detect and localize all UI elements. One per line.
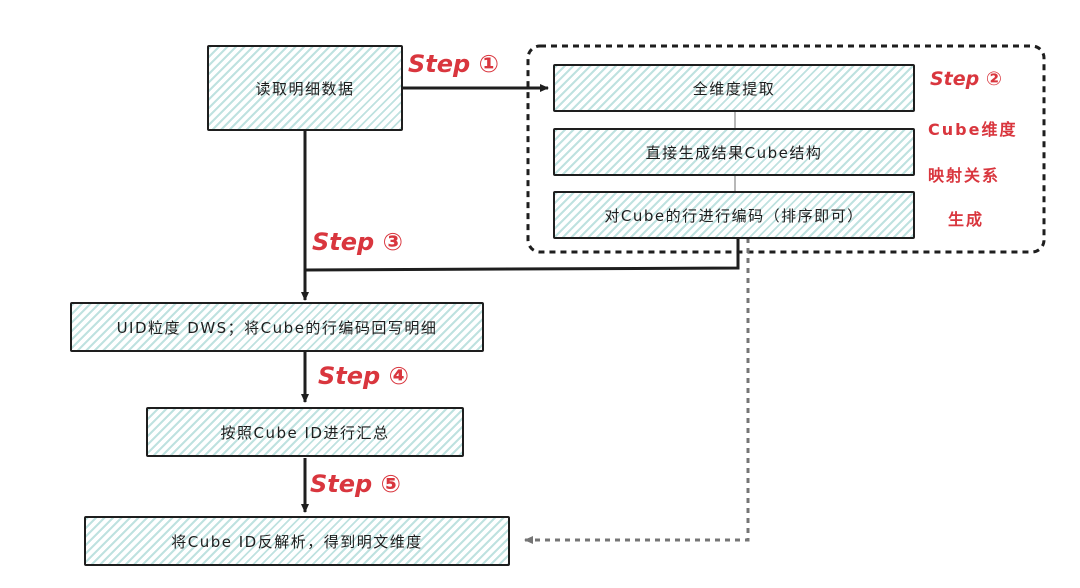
node-full-dim-extract[interactable]: 全维度提取 bbox=[553, 64, 915, 112]
node-encode-rows-label: 对Cube的行进行编码（排序即可） bbox=[604, 206, 864, 225]
step2-label: Step ② bbox=[930, 68, 1002, 90]
step4-label: Step ④ bbox=[318, 362, 409, 390]
node-read-detail[interactable]: 读取明细数据 bbox=[207, 45, 403, 131]
arrow-step3-return bbox=[304, 238, 740, 272]
group-caption-line1: Cube维度 bbox=[928, 120, 1018, 139]
node-uid-dws-label: UID粒度 DWS；将Cube的行编码回写明细 bbox=[116, 318, 438, 337]
step1-label: Step ① bbox=[408, 50, 499, 78]
node-gen-cube-label: 直接生成结果Cube结构 bbox=[645, 143, 823, 162]
node-aggregate[interactable]: 按照Cube ID进行汇总 bbox=[146, 407, 464, 457]
group-boundary bbox=[526, 44, 1046, 254]
step3-label: Step ③ bbox=[312, 228, 403, 256]
node-decode[interactable]: 将Cube ID反解析，得到明文维度 bbox=[84, 516, 510, 566]
node-read-detail-label: 读取明细数据 bbox=[255, 79, 355, 98]
group-caption-line3: 生成 bbox=[948, 210, 985, 229]
node-full-dim-extract-label: 全维度提取 bbox=[692, 79, 776, 98]
node-decode-label: 将Cube ID反解析，得到明文维度 bbox=[171, 532, 423, 551]
step5-label: Step ⑤ bbox=[310, 470, 401, 498]
node-gen-cube[interactable]: 直接生成结果Cube结构 bbox=[553, 128, 915, 176]
node-encode-rows[interactable]: 对Cube的行进行编码（排序即可） bbox=[553, 191, 915, 239]
group-caption-line2: 映射关系 bbox=[928, 166, 1001, 185]
node-aggregate-label: 按照Cube ID进行汇总 bbox=[220, 423, 390, 442]
arrow-dotted-mapping bbox=[524, 238, 750, 544]
node-uid-dws[interactable]: UID粒度 DWS；将Cube的行编码回写明细 bbox=[70, 302, 484, 352]
